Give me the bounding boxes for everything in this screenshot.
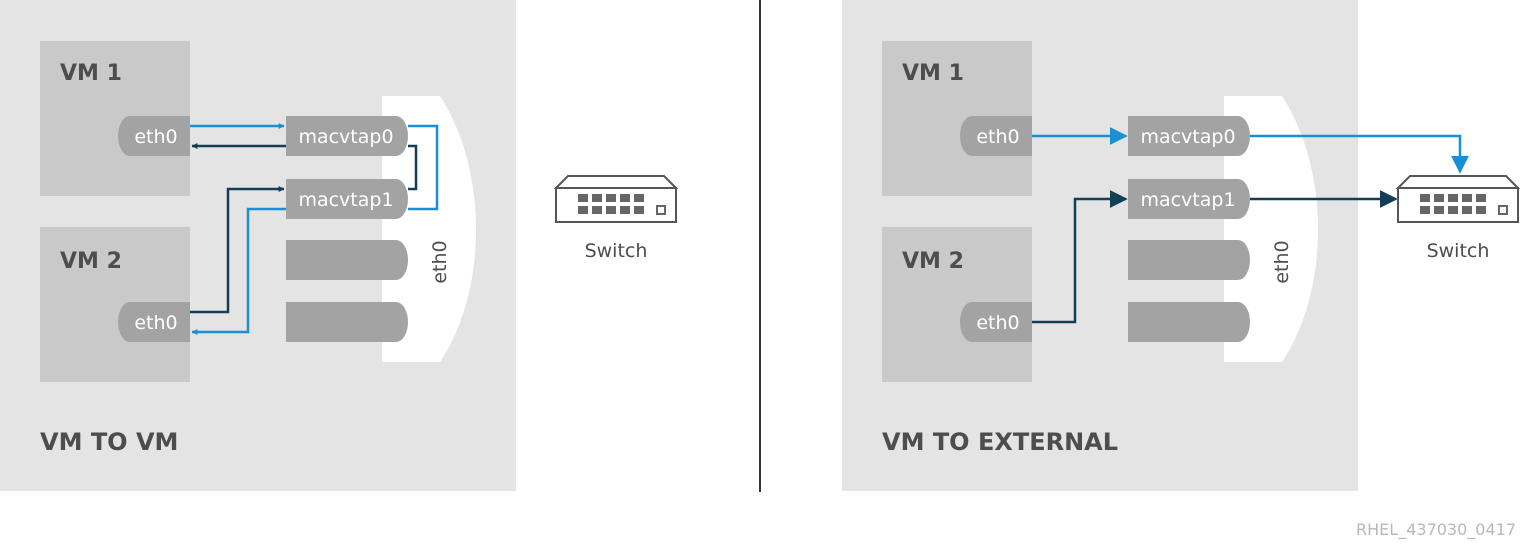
right-macvtap-empty-2 — [1128, 302, 1250, 342]
left-panel-title: VM TO VM — [40, 428, 178, 456]
left-host-nic — [382, 96, 476, 362]
left-vm1-nic — [118, 116, 190, 156]
left-vm1-nic-label: eth0 — [134, 126, 177, 148]
left-macvtap0-label: macvtap0 — [298, 126, 393, 148]
switch-icon — [553, 175, 679, 223]
right-vm1-nic-label: eth0 — [976, 126, 1019, 148]
left-loop-blue — [408, 124, 439, 211]
left-switch: Switch — [553, 175, 679, 262]
left-panel: VM 1 VM 2 eth0 eth0 eth0 macvtap0 macvta… — [0, 0, 516, 491]
right-panel-title: VM TO EXTERNAL — [882, 428, 1118, 456]
right-macvtap1-label: macvtap1 — [1140, 189, 1235, 211]
right-vm2-nic-label: eth0 — [976, 312, 1019, 334]
switch-icon — [1395, 175, 1520, 223]
left-vm1-label: VM 1 — [60, 61, 122, 86]
right-host-nic-label: eth0 — [1271, 240, 1293, 283]
right-macvtap0 — [1128, 116, 1250, 156]
left-vm2-nic-label: eth0 — [134, 312, 177, 334]
left-arrow-tap1-to-vm2 — [191, 207, 286, 335]
left-arrow-vm2-to-tap1 — [190, 186, 285, 314]
right-switch-label: Switch — [1427, 240, 1490, 262]
right-vm1-nic — [960, 116, 1032, 156]
left-macvtap-empty-1 — [286, 240, 408, 280]
left-host-nic-label: eth0 — [429, 240, 451, 283]
right-macvtap0-label: macvtap0 — [1140, 126, 1235, 148]
right-arrow-vm2-to-tap1 — [1032, 190, 1128, 324]
right-vm1-label: VM 1 — [902, 61, 964, 86]
left-vm2-label: VM 2 — [60, 249, 122, 274]
left-vm2-nic — [118, 302, 190, 342]
figure-id: RHEL_437030_0417 — [1356, 520, 1516, 540]
right-macvtap-empty-1 — [1128, 240, 1250, 280]
left-switch-label: Switch — [585, 240, 648, 262]
right-arrow-tap0-to-switch — [1250, 134, 1469, 174]
left-macvtap-empty-2 — [286, 302, 408, 342]
left-macvtap1-label: macvtap1 — [298, 189, 393, 211]
right-host-nic — [1224, 96, 1318, 362]
left-loop-navy — [408, 144, 418, 191]
right-vm2-label: VM 2 — [902, 249, 964, 274]
right-switch: Switch — [1395, 175, 1520, 262]
left-macvtap0 — [286, 116, 408, 156]
left-macvtap1 — [286, 179, 408, 219]
right-macvtap1 — [1128, 179, 1250, 219]
right-vm2-nic — [960, 302, 1032, 342]
right-panel: VM 1 VM 2 eth0 eth0 eth0 macvtap0 macvta… — [842, 0, 1469, 491]
